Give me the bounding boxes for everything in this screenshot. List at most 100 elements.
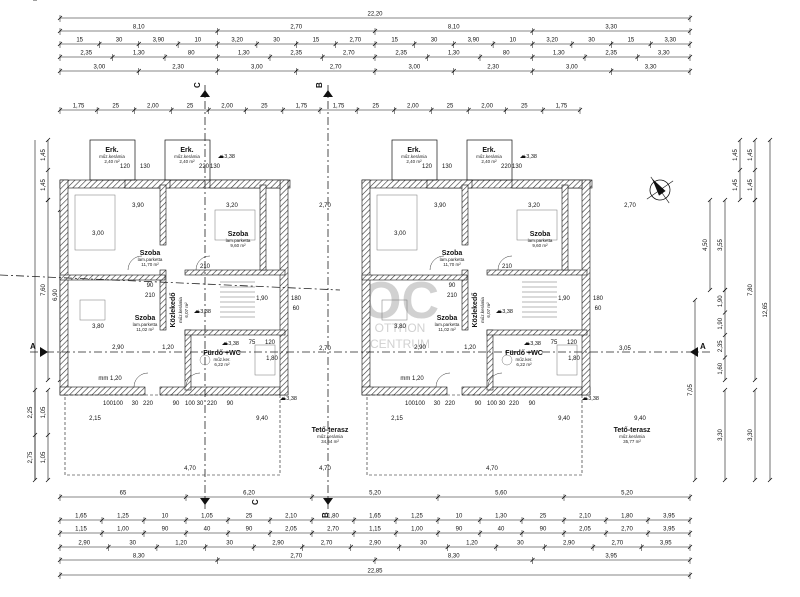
mid-dim: 2,70 [319, 203, 331, 209]
dimension-label: 2,70 [321, 541, 333, 547]
dimension-label: 1,30 [553, 51, 565, 57]
room-area: 11,02 m² [136, 327, 154, 332]
dimension-label: 1,65 [369, 514, 381, 520]
section-b-top: B [315, 82, 324, 88]
dimension-label: 15 [628, 38, 635, 44]
dimension-label: 30 [129, 541, 136, 547]
room-floor: műz.kerámia [178, 297, 183, 323]
internal-dim: 9,40 [256, 416, 268, 422]
room-area: 9,60 m² [532, 243, 548, 248]
internal-dim: 1,90 [256, 296, 268, 302]
internal-dim: 9,40 [558, 416, 570, 422]
dimension-label: 1,25 [411, 514, 423, 520]
dimension-label: 1,45 [41, 179, 47, 191]
dimension-label: 1,45 [733, 179, 739, 191]
room-floor: lam.parketta [133, 322, 158, 327]
dimension-label: 2,35 [605, 51, 617, 57]
dim-right-i: 3,30 [748, 387, 758, 483]
dimension-label: 12,65 [763, 302, 769, 318]
dimension-label: 2,30 [172, 65, 184, 71]
room-area: 11,70 m² [141, 262, 159, 267]
dimension-label: 2,70 [621, 527, 633, 533]
level-value: +3,38 [527, 341, 541, 347]
dimension-label: 3,30 [748, 429, 754, 441]
room-name: Szoba [442, 250, 463, 257]
dimension-label: 2,70 [290, 554, 302, 560]
dimension-label: 1,45 [748, 149, 754, 161]
dimension-label: 80 [503, 51, 510, 57]
room-area: 2,40 m² [406, 159, 422, 164]
internal-dim: 30 [132, 401, 139, 407]
mid-dim: 3,05 [619, 346, 631, 352]
dimension-label: 22,20 [367, 12, 383, 18]
internal-dim: mm 1,20 [400, 376, 424, 382]
dimension-label: 3,30 [605, 25, 617, 31]
dimension-label: 2,90 [369, 541, 381, 547]
level-value: +3,38 [225, 341, 239, 347]
level-marker: +3,38 [194, 309, 211, 315]
room-name: Fürdő +WC [203, 350, 241, 357]
section-markers: A A C C B B [30, 82, 706, 518]
internal-dim: 3,20 [528, 203, 540, 209]
level-marker: +3,38 [582, 396, 599, 402]
dimension-label: 2,00 [147, 104, 159, 110]
dimension-label: 3,30 [658, 51, 670, 57]
mid-dim: 2,70 [319, 346, 331, 352]
internal-dim: 90 [449, 283, 456, 289]
internal-dim: 210 [447, 293, 458, 299]
internal-dim: 75 [551, 340, 558, 346]
dimension-label: 1,05 [201, 514, 213, 520]
internal-dim: 100 [103, 401, 114, 407]
dimension-label: 2,30 [487, 65, 499, 71]
dimension-label: 1,45 [733, 149, 739, 161]
dimension-label: 2,00 [221, 104, 233, 110]
room-name: Közlekedő [472, 292, 479, 327]
dimension-label: 2,70 [327, 527, 339, 533]
dimension-label: 1,30 [238, 51, 250, 57]
dim-right-g: 7,05 [688, 297, 698, 483]
section-lines [0, 85, 710, 510]
dimension-label: 2,00 [481, 104, 493, 110]
internal-dim: 30 [197, 401, 204, 407]
internal-dim: 210 [145, 293, 156, 299]
dimension-label: 1,15 [369, 527, 381, 533]
dimension-label: 6,90 [53, 289, 59, 301]
room-name: Tető-terasz [614, 427, 651, 434]
internal-dim: 2,90 [112, 345, 124, 351]
dim-left-e: 1,051,05 [41, 387, 51, 483]
dimension-label: 3,00 [94, 65, 106, 71]
room-floor: műz.kerámia [174, 154, 200, 159]
dimension-label: 1,30 [495, 514, 507, 520]
dimension-label: 1,60 [718, 362, 724, 374]
internal-dim: 100 [113, 401, 124, 407]
watermark: OC OTTHON CENTRUM [361, 272, 439, 351]
dimension-label: 1,65 [75, 514, 87, 520]
internal-dim: 1,80 [266, 356, 278, 362]
dimension-label: 3,30 [718, 429, 724, 441]
room-name: Közlekedő [170, 292, 177, 327]
dimension-label: 2,10 [579, 514, 591, 520]
dimension-label: 8,10 [448, 25, 460, 31]
room-floor: műz.kerámia [401, 154, 427, 159]
room-name: Szoba [437, 315, 458, 322]
room-name: Szoba [135, 315, 156, 322]
dimension-label: 3,55 [718, 239, 724, 251]
dimension-label: 3,00 [251, 65, 263, 71]
dimension-label: 80 [188, 51, 195, 57]
dimension-label: 10 [194, 38, 201, 44]
room-area: 9,60 m² [230, 243, 246, 248]
internal-dim: 220 [501, 164, 512, 170]
dimension-label: 10 [162, 514, 169, 520]
level-marker: +3,38 [520, 154, 537, 160]
dimension-label: 8,10 [133, 25, 145, 31]
